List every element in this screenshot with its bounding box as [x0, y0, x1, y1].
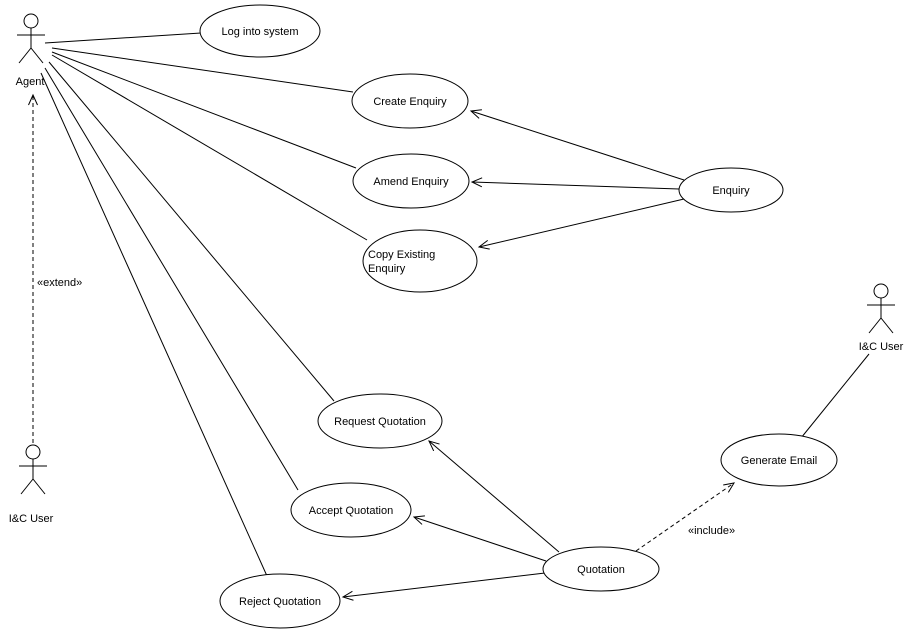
edge-quotation-reject-quotation [341, 572, 546, 601]
actor-leg-right [30, 47, 44, 64]
use-case-ellipse [317, 393, 443, 449]
use-case-ellipse [290, 482, 412, 538]
use-case-label: Generate Email [741, 455, 817, 467]
use-case-label: Quotation [577, 564, 625, 576]
actor-ic-user-left-label: I&C User [9, 513, 54, 525]
stereotype-edges: «extend» «include» [28, 93, 736, 552]
use-case-ellipse [199, 4, 321, 58]
use-case-quotation: Quotation [542, 546, 660, 592]
edge-icuser-right-generate-email [800, 353, 870, 439]
actor-head [873, 283, 889, 299]
actor-ic-user-right-label: I&C User [859, 341, 904, 353]
use-case-label: Reject Quotation [239, 596, 321, 608]
edge-enquiry-copy-existing-enquiry [477, 198, 685, 250]
actor-ic-user-left: I&C User [9, 444, 54, 525]
directed-edges [341, 109, 685, 601]
use-case-ellipse [351, 73, 469, 129]
actor-leg-left [18, 47, 32, 64]
use-case-label: Accept Quotation [309, 505, 393, 517]
include-stereotype-label: «include» [688, 525, 735, 537]
associations [40, 32, 870, 577]
edge-agent-accept-quotation [44, 67, 299, 491]
use-case-label: Enquiry [712, 185, 750, 197]
use-case-label-line2: Enquiry [368, 263, 406, 275]
use-case-ellipse [352, 153, 470, 209]
use-case-log-into-system: Log into system [199, 4, 321, 58]
use-case-label: Log into system [221, 26, 298, 38]
edge-quotation-accept-quotation [412, 515, 547, 562]
actor-leg-right [880, 317, 894, 334]
use-case-ellipse [219, 573, 341, 629]
edge-enquiry-create-enquiry [469, 109, 685, 181]
use-case-ellipse [720, 433, 838, 487]
edge-agent-amend-enquiry [51, 51, 357, 169]
edge-agent-reject-quotation [40, 72, 268, 577]
use-case-label: Request Quotation [334, 416, 426, 428]
use-case-generate-email: Generate Email [720, 433, 838, 487]
use-case-accept-quotation: Accept Quotation [290, 482, 412, 538]
actor-head [25, 444, 41, 460]
use-case-ellipse [362, 229, 478, 293]
actor-head [23, 13, 39, 29]
edge-quotation-request-quotation [428, 440, 560, 553]
actor-agent-label: Agent [16, 76, 45, 88]
edge-include-quotation-generate-email [635, 482, 736, 552]
use-case-label: Create Enquiry [373, 96, 447, 108]
use-case-ellipse [678, 167, 784, 213]
use-case-create-enquiry: Create Enquiry [351, 73, 469, 129]
edge-agent-copy-existing-enquiry [51, 54, 368, 241]
actor-leg-right [32, 478, 46, 495]
use-case-enquiry: Enquiry [678, 167, 784, 213]
actor-leg-left [868, 317, 882, 334]
use-case-reject-quotation: Reject Quotation [219, 573, 341, 629]
extend-stereotype-label: «extend» [37, 277, 82, 289]
edge-agent-log-into-system [44, 32, 202, 44]
edge-agent-request-quotation [48, 61, 335, 402]
actor-leg-left [20, 478, 34, 495]
use-case-label: Amend Enquiry [373, 176, 449, 188]
actor-agent: Agent [16, 13, 45, 88]
edge-agent-create-enquiry [51, 47, 354, 93]
use-case-amend-enquiry: Amend Enquiry [352, 153, 470, 209]
use-case-copy-existing-enquiry: Copy Existing Enquiry [362, 229, 478, 293]
use-case-label-line1: Copy Existing [368, 249, 435, 261]
use-case-request-quotation: Request Quotation [317, 393, 443, 449]
edge-enquiry-amend-enquiry [470, 177, 680, 190]
actor-ic-user-right: I&C User [859, 283, 904, 353]
use-case-ellipse [542, 546, 660, 592]
